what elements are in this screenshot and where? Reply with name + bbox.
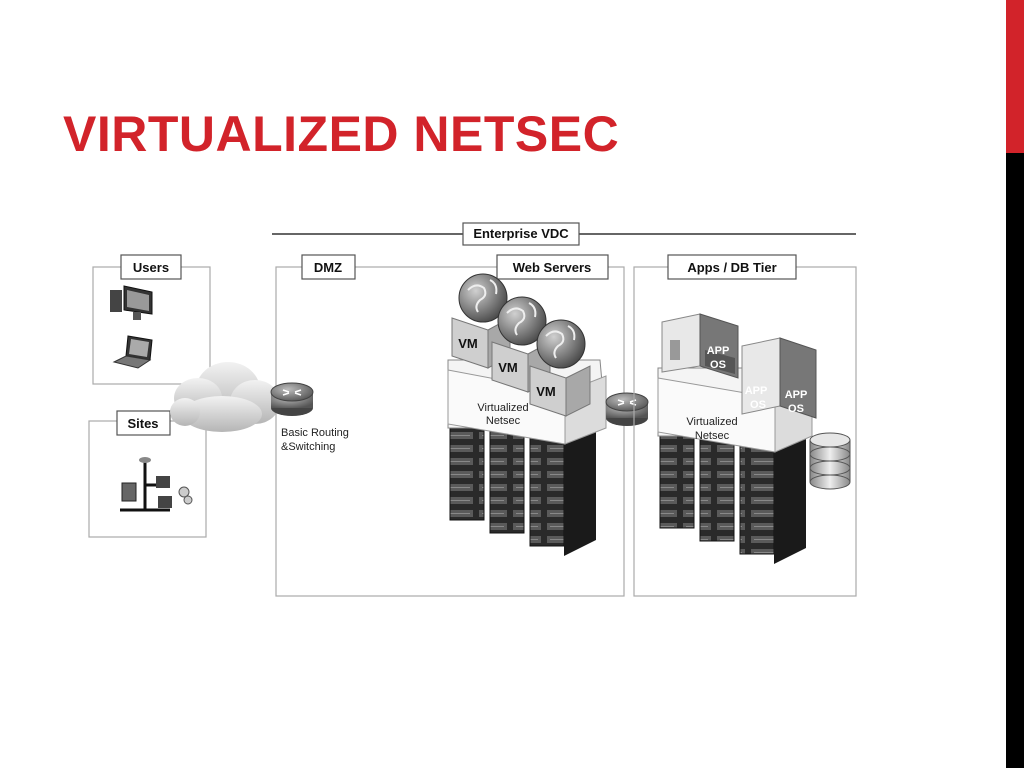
globe-icon xyxy=(536,319,586,369)
web-servers-label: Web Servers xyxy=(513,260,592,275)
os-label: OS xyxy=(710,359,726,371)
globe-icon xyxy=(458,273,508,323)
slide-title: VIRTUALIZED NETSEC xyxy=(63,106,620,162)
vm-label: VM xyxy=(458,336,478,351)
app-os-box: APP OS xyxy=(661,313,739,379)
app-label: APP xyxy=(785,389,808,401)
sites-box: Sites xyxy=(88,410,207,538)
vm-cube: VM xyxy=(529,365,591,417)
desktop-computer-icon xyxy=(110,285,153,320)
netsec-dmz-line2: Netsec xyxy=(486,415,521,427)
dmz-label: DMZ xyxy=(314,260,342,275)
routing-label-line1: Basic Routing xyxy=(281,427,349,439)
dmz-zone: DMZ Web Servers xyxy=(275,254,625,597)
site-network-icon xyxy=(120,457,193,512)
sidebar-accent-red xyxy=(1006,0,1024,153)
apps-db-label: Apps / DB Tier xyxy=(687,260,776,275)
database-icon xyxy=(809,432,851,490)
sites-label: Sites xyxy=(127,416,158,431)
netsec-dmz-line1: Virtualized xyxy=(477,402,528,414)
users-label: Users xyxy=(133,260,169,275)
app-label: APP xyxy=(745,385,768,397)
app-os-box: APP OS APP OS xyxy=(741,337,817,419)
internet-cloud-icon xyxy=(170,362,280,432)
app-label: APP xyxy=(707,345,730,357)
laptop-icon xyxy=(112,335,153,369)
router-icon xyxy=(605,392,649,426)
os-label: OS xyxy=(788,403,804,415)
os-label: OS xyxy=(750,399,766,411)
enterprise-vdc-label: Enterprise VDC xyxy=(473,226,569,241)
routing-label-line2: &Switching xyxy=(281,441,335,453)
enterprise-vdc-header: Enterprise VDC xyxy=(272,222,856,246)
globe-icon xyxy=(497,296,547,346)
sidebar-accent-black xyxy=(1006,153,1024,768)
vm-label: VM xyxy=(498,360,518,375)
netsec-app-line2: Netsec xyxy=(695,430,730,442)
app-server-rack-stack: Virtualized Netsec xyxy=(657,367,813,564)
vm-label: VM xyxy=(536,384,556,399)
netsec-app-line1: Virtualized xyxy=(686,416,737,428)
users-box: Users xyxy=(92,254,211,385)
apps-db-zone: Apps / DB Tier xyxy=(633,254,857,597)
router-icon xyxy=(270,382,314,416)
